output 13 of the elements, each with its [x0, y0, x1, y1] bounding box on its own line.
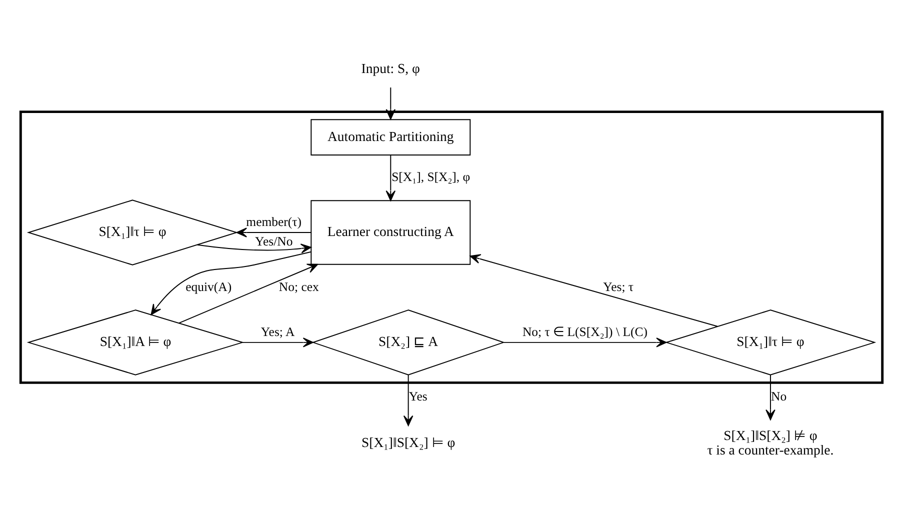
- edge-label: No; τ ∈ L(S[X₂]) \ L(C): [522, 324, 648, 339]
- edge-label: equiv(A): [186, 280, 232, 294]
- edge-label: Yes; A: [260, 324, 295, 339]
- edge-label: Yes: [408, 390, 428, 404]
- edge-label: No; cex: [278, 280, 319, 294]
- node-text: S[X₁]‖S[X₂] ⊭ φ τ is a counter-example.: [707, 428, 834, 458]
- node-text: S[X₁]‖S[X₂] ⊨ φ: [361, 435, 456, 450]
- edge-label: member(τ): [246, 215, 302, 230]
- node-text: Input: S, φ: [361, 61, 420, 76]
- edge-label: S[X₁], S[X₂], φ: [392, 170, 470, 184]
- edge-label: Yes/No: [255, 234, 293, 249]
- edge-label: Yes; τ: [603, 280, 634, 294]
- edge-label: No: [771, 390, 787, 404]
